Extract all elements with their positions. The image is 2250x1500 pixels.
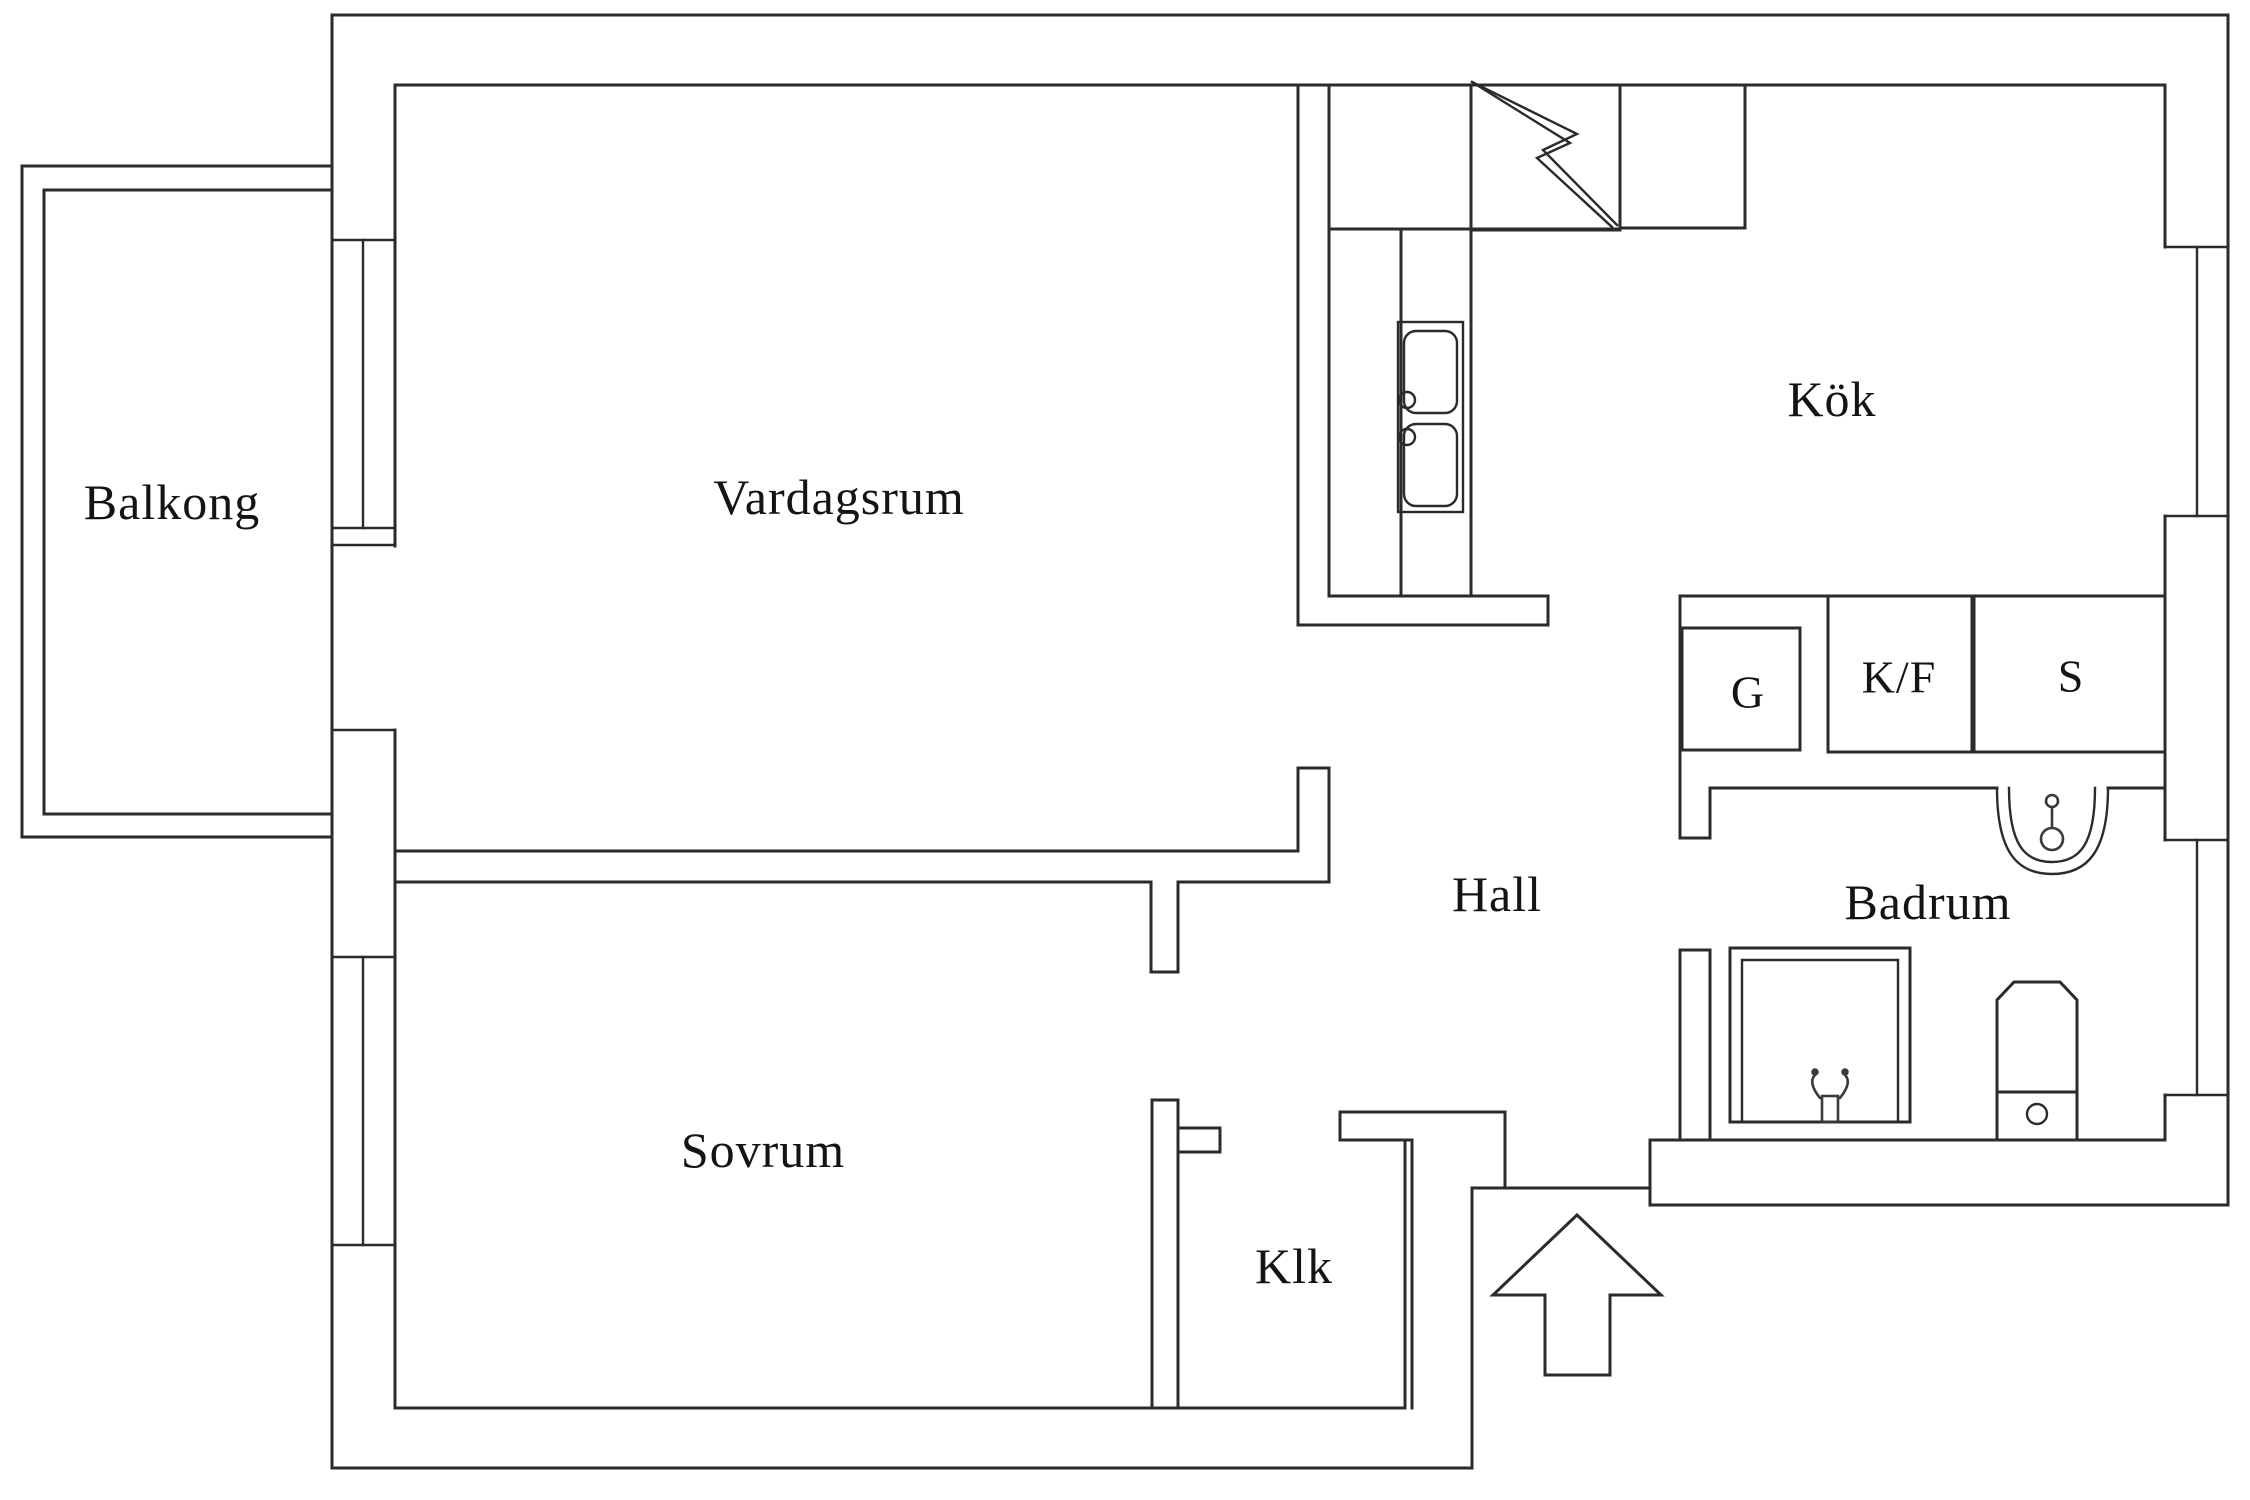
cabinet-kf-box — [1826, 594, 1974, 754]
room-label-badrum: Badrum — [1844, 874, 2012, 930]
room-label-vardagsrum: Vardagsrum — [713, 469, 965, 525]
room-label-hall: Hall — [1451, 866, 1543, 922]
interior-walls-livingroom — [393, 83, 1550, 974]
bathroom — [1678, 786, 2110, 1142]
cabinet-g-box — [1680, 626, 1802, 752]
kitchen-north-units — [1469, 80, 1747, 232]
washbasin-icon — [1995, 786, 2110, 876]
kitchen-cabinet-row — [1678, 594, 2167, 840]
room-label-kok: Kök — [1787, 371, 1877, 427]
balcony-outline — [20, 164, 334, 839]
double-sink-icon — [1396, 320, 1465, 514]
right-wall-windows — [2163, 245, 2230, 1097]
appliance-label-g: G — [1730, 666, 1766, 718]
room-label-balkong: Balkong — [83, 474, 261, 530]
appliance-label-s: S — [2057, 650, 2085, 702]
room-label-klk: Klk — [1255, 1238, 1333, 1294]
shower-icon — [1728, 946, 1912, 1124]
kitchen-counter — [1327, 227, 1622, 598]
left-wall-windows — [330, 238, 397, 1247]
toilet-icon — [1995, 980, 2079, 1142]
outer-walls — [330, 13, 2230, 1470]
shower-mixer-icon — [1810, 1068, 1850, 1124]
room-label-sovrum: Sovrum — [680, 1122, 846, 1178]
entrance-arrow-icon — [1489, 1212, 1665, 1377]
appliance-label-kf: K/F — [1861, 651, 1937, 703]
lightning-bolt-icon — [1470, 80, 1619, 229]
cabinet-s-box — [1972, 594, 2167, 754]
closet-walls — [1150, 1098, 1507, 1410]
